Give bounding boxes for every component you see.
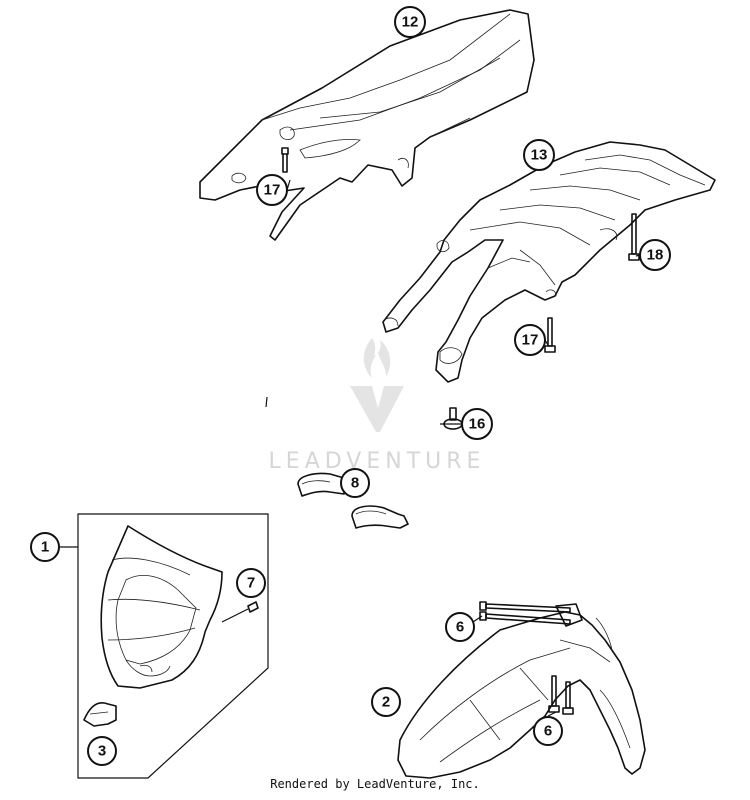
- svg-text:16: 16: [469, 416, 486, 433]
- svg-text:18: 18: [647, 247, 664, 264]
- callout-6-upper[interactable]: 6: [445, 612, 475, 642]
- callout-6-lower[interactable]: 6: [533, 716, 563, 746]
- svg-text:6: 6: [456, 619, 464, 636]
- svg-text:12: 12: [402, 14, 419, 31]
- part-headlight-mask: [100, 525, 223, 689]
- callout-12[interactable]: 12: [394, 6, 426, 38]
- part-16-nut: [443, 407, 463, 430]
- svg-text:1: 1: [41, 539, 49, 556]
- svg-text:17: 17: [264, 182, 281, 199]
- part-17-bolt-upper: [281, 147, 289, 173]
- svg-text:17: 17: [522, 332, 539, 349]
- part-12-seat: [199, 9, 535, 241]
- svg-text:8: 8: [351, 475, 359, 492]
- svg-text:13: 13: [531, 147, 548, 164]
- callout-1[interactable]: 1: [30, 532, 60, 562]
- part-7-screw: [221, 601, 259, 623]
- callout-17-lower[interactable]: 17: [514, 324, 546, 356]
- callout-16[interactable]: 16: [461, 408, 493, 440]
- callout-7[interactable]: 7: [236, 568, 266, 598]
- callout-13[interactable]: 13: [523, 139, 555, 171]
- callout-3[interactable]: 3: [87, 736, 117, 766]
- callout-17-upper[interactable]: 17: [256, 174, 288, 206]
- part-8-clamps: [297, 472, 409, 529]
- part-18-bolt: [628, 213, 640, 261]
- part-6-bolts-lower: [548, 675, 574, 715]
- callout-18[interactable]: 18: [639, 239, 671, 271]
- part-6-bolts-top: [479, 601, 583, 627]
- watermark: LEADVENTURE: [269, 338, 486, 474]
- svg-text:2: 2: [382, 694, 390, 711]
- leader-lines: [60, 396, 557, 717]
- part-13-rear-fender: [382, 141, 716, 383]
- svg-text:6: 6: [544, 723, 552, 740]
- part-1-kit-frame: [77, 513, 269, 779]
- watermark-logo-icon: [350, 338, 404, 432]
- callout-8[interactable]: 8: [340, 468, 370, 498]
- watermark-text: LEADVENTURE: [269, 449, 486, 474]
- svg-text:3: 3: [98, 743, 106, 760]
- part-17-bolt-lower: [544, 317, 556, 353]
- footer-credit: Rendered by LeadVenture, Inc.: [270, 777, 480, 791]
- callout-leader-ticks: [286, 179, 641, 346]
- part-2-front-fender: [397, 611, 646, 779]
- svg-text:7: 7: [247, 575, 255, 592]
- part-3-bracket: [83, 702, 117, 727]
- callout-2[interactable]: 2: [371, 687, 401, 717]
